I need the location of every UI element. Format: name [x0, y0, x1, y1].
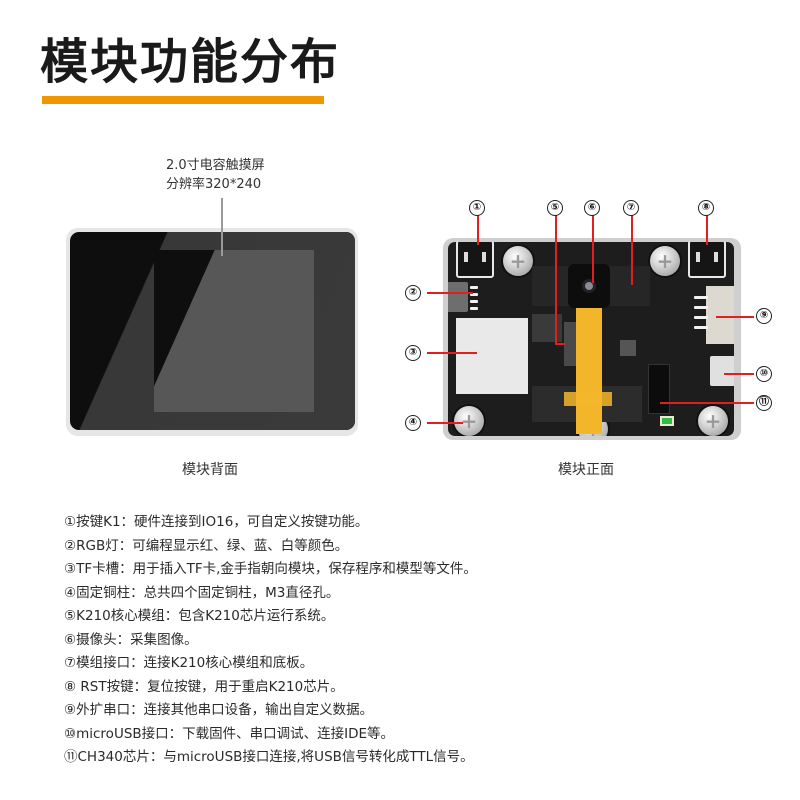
- desc-ch340: ⑪CH340芯片：与microUSB接口连接,将USB信号转化成TTL信号。: [64, 749, 474, 765]
- rst-button: [688, 242, 726, 278]
- callout-8: ⑧: [698, 200, 714, 216]
- callout-2: ②: [405, 285, 421, 301]
- k1-button: [456, 242, 494, 278]
- desc-micro-usb: ⑩microUSB接口：下载固件、串口调试、连接IDE等。: [64, 725, 395, 742]
- micro-usb-port: [710, 356, 734, 386]
- screw-icon: [650, 246, 680, 276]
- screw-icon: [698, 406, 728, 436]
- desc-tf-slot: ③TF卡槽：用于插入TF卡,金手指朝向模块，保存程序和模型等文件。: [64, 561, 477, 577]
- callout-5: ⑤: [547, 200, 563, 216]
- callout-1: ①: [469, 200, 485, 216]
- screen-spec-resolution: 分辨率320*240: [166, 177, 262, 192]
- desc-module-interface: ⑦模组接口：连接K210核心模组和底板。: [64, 655, 314, 671]
- uart-connector: [706, 286, 734, 344]
- callout-10: ⑩: [756, 366, 772, 382]
- page-title: 模块功能分布: [40, 34, 341, 90]
- screw-icon: [503, 246, 533, 276]
- desc-uart: ⑨外扩串口：连接其他串口设备，输出自定义数据。: [64, 702, 374, 718]
- screw-icon: [454, 406, 484, 436]
- desc-k1-button: ①按键K1：硬件连接到IO16，可自定义按键功能。: [64, 514, 369, 530]
- back-view-caption: 模块背面: [182, 462, 238, 478]
- tf-card-slot: [456, 318, 528, 394]
- lcd-active-area: [154, 250, 314, 412]
- screen-spec-label: 2.0寸电容触摸屏 分辨率320*240: [166, 156, 265, 194]
- screen-spec-pointer: [221, 198, 223, 256]
- title-underline: [42, 96, 324, 104]
- power-led: [660, 416, 674, 426]
- desc-standoffs: ④固定铜柱：总共四个固定铜柱，M3直径孔。: [64, 584, 340, 601]
- desc-camera: ⑥摄像头：采集图像。: [64, 631, 198, 648]
- rgb-led: [448, 282, 468, 312]
- camera-lens-icon: [585, 282, 593, 290]
- desc-rgb-led: ②RGB灯：可编程显示红、绿、蓝、白等颜色。: [64, 537, 349, 554]
- ch340-chip: [648, 364, 670, 414]
- callout-7: ⑦: [623, 200, 639, 216]
- callout-3: ③: [405, 345, 421, 361]
- camera-ribbon: [576, 308, 602, 434]
- desc-rst-button: ⑧ RST按键：复位按键，用于重启K210芯片。: [64, 678, 344, 695]
- feature-description-list: ①按键K1：硬件连接到IO16，可自定义按键功能。 ②RGB灯：可编程显示红、绿…: [64, 511, 764, 770]
- module-back-display: [70, 232, 355, 430]
- callout-9: ⑨: [756, 308, 772, 324]
- callout-6: ⑥: [584, 200, 600, 216]
- camera: [568, 264, 610, 308]
- callout-4: ④: [405, 415, 421, 431]
- callout-11: ⑪: [756, 395, 772, 411]
- screen-spec-size: 2.0寸电容触摸屏: [166, 158, 265, 173]
- desc-k210-module: ⑤K210核心模组：包含K210芯片运行系统。: [64, 608, 335, 624]
- front-view-caption: 模块正面: [558, 462, 614, 478]
- k210-module: [532, 314, 562, 342]
- module-front-board: [448, 242, 734, 436]
